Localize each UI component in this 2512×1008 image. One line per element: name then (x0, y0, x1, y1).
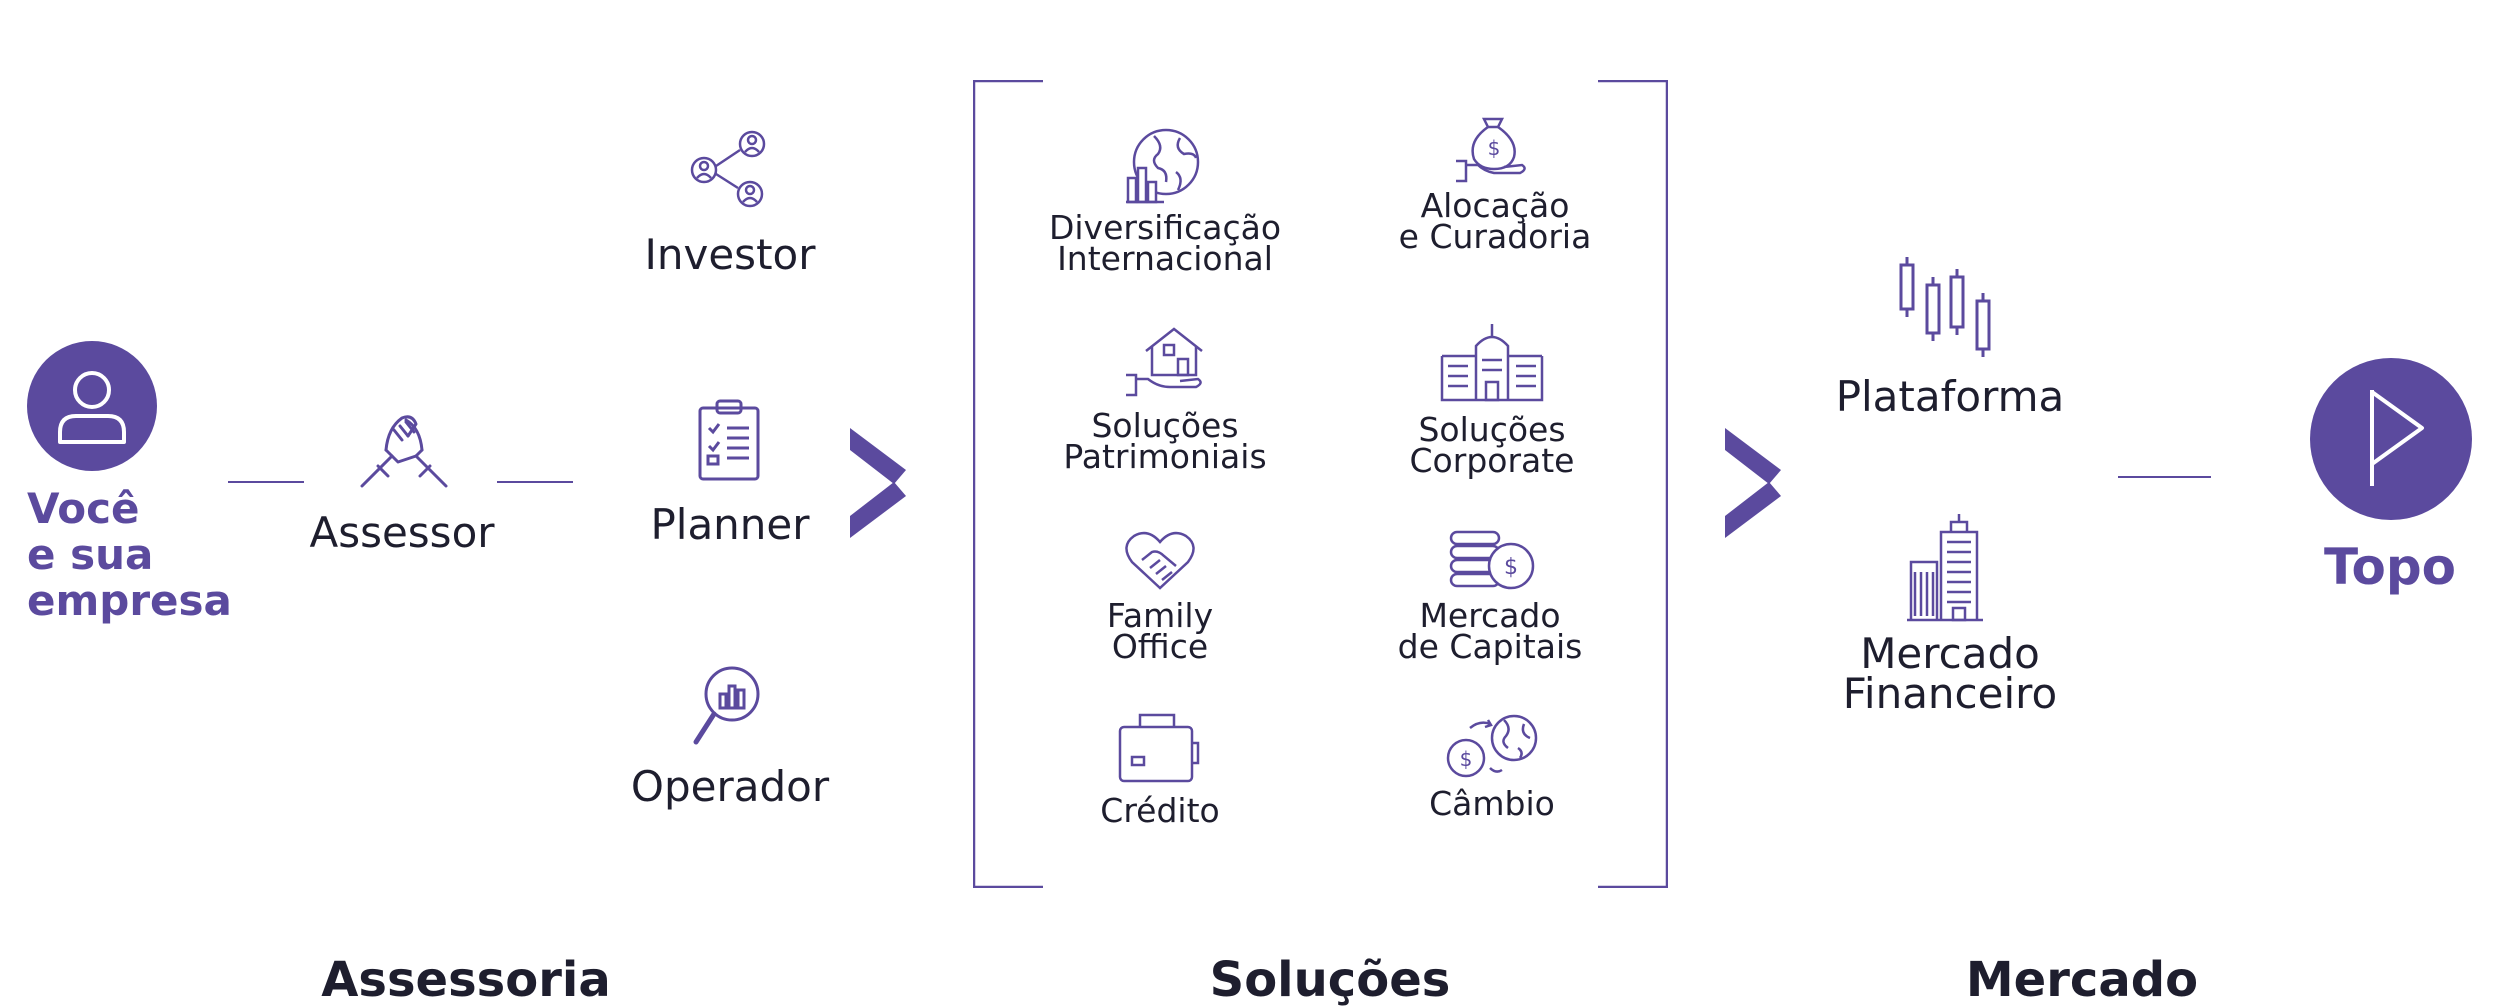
coins-stack-icon: $ (1449, 530, 1535, 590)
solution-label-line: Patrimoniais (1063, 437, 1267, 476)
solution-label-line: Soluções (1418, 410, 1566, 449)
solution-label: Crédito (1010, 791, 1310, 830)
wallet-icon (1118, 713, 1200, 783)
market-label: Plataforma (1800, 372, 2100, 421)
solution-label: Family Office (1010, 596, 1310, 666)
end-label: Topo (2324, 538, 2456, 596)
solution-label: Diversificação Internacional (1015, 208, 1315, 278)
solution-label-line: Mercado (1419, 596, 1561, 635)
user-icon (58, 371, 126, 444)
svg-text:$: $ (1460, 747, 1473, 771)
section-heading-advisory: Assessoria (321, 952, 611, 1008)
magnifier-chart-icon (693, 666, 760, 745)
heart-handshake-icon (1125, 531, 1195, 590)
start-label-line-2: e sua (27, 530, 154, 579)
role-label-operador: Operador (630, 762, 830, 811)
start-label-line-1: Você (27, 484, 140, 533)
building-icon (1440, 324, 1544, 402)
role-label-planner: Planner (650, 500, 810, 549)
solution-label: Soluções Patrimoniais (1015, 406, 1315, 476)
connector-line (228, 481, 304, 483)
solution-label: Soluções Corporate (1342, 410, 1642, 480)
solution-label-line: Internacional (1057, 239, 1273, 278)
solution-label-line: Soluções (1091, 406, 1239, 445)
solution-label-line: Corporate (1409, 441, 1575, 480)
flag-icon (2370, 390, 2424, 486)
start-label: Você e sua empresa (27, 486, 232, 624)
globe-chart-icon (1126, 128, 1200, 204)
network-people-icon (690, 130, 766, 208)
start-label-line-3: empresa (27, 576, 232, 625)
money-bag-hand-icon: $ (1456, 117, 1526, 183)
solution-label-line: Câmbio (1429, 784, 1555, 823)
solutions-bracket (973, 80, 1668, 888)
market-label-line: Plataforma (1835, 372, 2065, 421)
solution-label-line: e Curadoria (1398, 217, 1592, 256)
market-label-line: Mercado (1860, 629, 2040, 678)
clipboard-checklist-icon (698, 399, 760, 481)
role-label-investor: Investor (644, 230, 816, 279)
solution-label: Câmbio (1342, 784, 1642, 823)
solution-label-line: Office (1111, 627, 1209, 666)
section-heading-market: Mercado (1965, 952, 2199, 1008)
solution-label: Mercado de Capitais (1340, 596, 1640, 666)
solution-label: Alocação e Curadoria (1345, 186, 1645, 256)
end-circle (2310, 358, 2472, 520)
solution-label-line: de Capitais (1397, 627, 1583, 666)
svg-text:$: $ (1488, 136, 1501, 160)
chevron-right-icon (1725, 428, 1781, 538)
solution-label-line: Diversificação (1048, 208, 1282, 247)
solution-label-line: Crédito (1100, 791, 1220, 830)
section-heading-solutions: Soluções (1209, 952, 1451, 1008)
house-hand-icon (1126, 327, 1203, 397)
chevron-right-icon (850, 428, 906, 538)
skyscrapers-icon (1907, 514, 1983, 622)
svg-text:$: $ (1504, 555, 1518, 580)
candlestick-icon (1899, 257, 1991, 357)
market-label: Mercado Financeiro (1800, 629, 2100, 718)
connector-line (497, 481, 573, 483)
solution-label-line: Alocação (1420, 186, 1570, 225)
solution-label-line: Family (1106, 596, 1214, 635)
advisor-label: Assessor (309, 508, 495, 557)
handshake-arms-icon (360, 415, 448, 488)
currency-exchange-icon: $ (1446, 714, 1538, 778)
market-label-line: Financeiro (1842, 669, 2058, 718)
start-circle (27, 341, 157, 471)
connector-line (2118, 476, 2211, 478)
